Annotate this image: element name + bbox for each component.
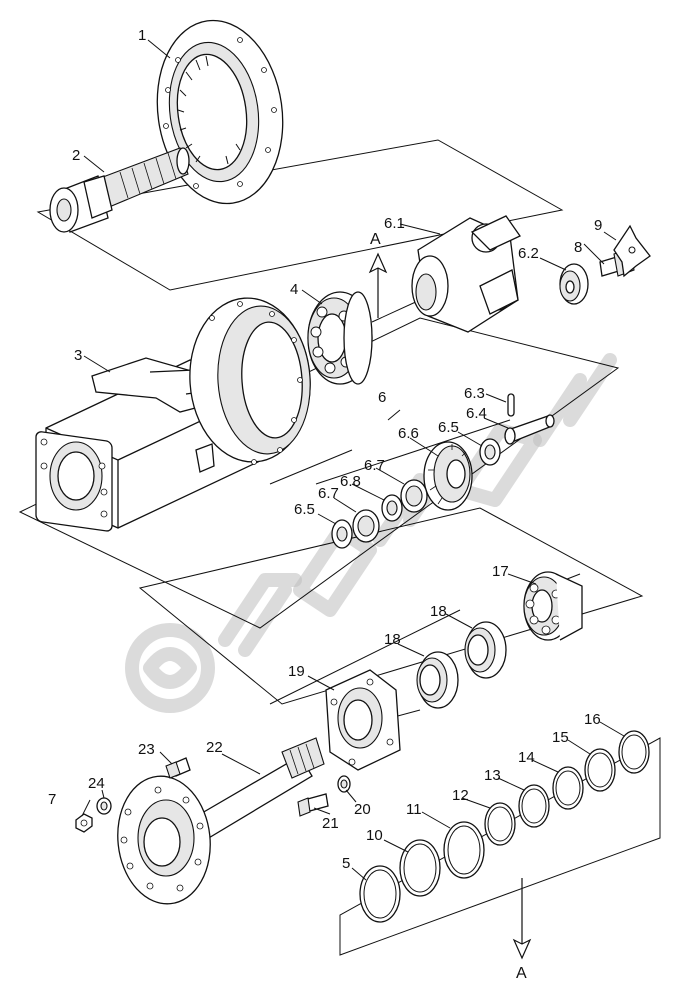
label-9: 9 — [594, 217, 602, 234]
label-11: 11 — [406, 801, 422, 818]
planet-gear-6-6 — [423, 441, 473, 511]
label-6-8: 6.8 — [340, 473, 361, 490]
label-6-5-left: 6.5 — [294, 501, 315, 518]
label-15: 15 — [552, 729, 569, 746]
bolt-21 — [297, 793, 329, 817]
label-6-2: 6.2 — [518, 245, 539, 262]
arrow-label-lower: A — [516, 965, 527, 982]
planet-axle-6-4 — [504, 414, 555, 445]
lock-plate-9 — [613, 224, 651, 278]
label-19: 19 — [288, 663, 305, 680]
leader-lines — [81, 39, 625, 881]
pinion-shaft — [49, 147, 190, 233]
label-18-right: 18 — [430, 603, 447, 620]
label-18-left: 18 — [384, 631, 401, 648]
label-6-5-right: 6.5 — [438, 419, 459, 436]
label-8: 8 — [574, 239, 582, 256]
arrow-label-upper: A — [370, 231, 381, 248]
washer-24 — [96, 797, 112, 815]
label-12: 12 — [452, 787, 469, 804]
ring-10 — [399, 839, 441, 897]
axle-housing — [35, 297, 311, 532]
label-20: 20 — [354, 801, 371, 818]
direction-arrow-upper — [368, 252, 388, 318]
plane-bottom — [339, 737, 661, 956]
callout-labels: 1 2 3 4 5 6 6.1 6.2 6.3 6.4 6.5 6.6 6.7 … — [48, 27, 602, 982]
label-6: 6 — [378, 389, 386, 406]
label-6-6: 6.6 — [398, 425, 419, 442]
ring-13 — [518, 784, 550, 828]
ring-5 — [359, 865, 401, 923]
ring-12 — [484, 802, 516, 846]
ring-14 — [552, 766, 584, 810]
planet-carrier — [411, 215, 521, 333]
pin-6-3 — [507, 393, 515, 417]
label-21: 21 — [322, 815, 339, 832]
needle-bearing-6-7-right — [400, 479, 428, 513]
label-6-3: 6.3 — [464, 385, 485, 402]
needle-bearing-6-7-left — [352, 509, 380, 543]
direction-arrow-lower — [512, 878, 532, 960]
washer-20 — [337, 775, 351, 793]
bearing-4 — [307, 291, 373, 385]
seal-18-left — [416, 651, 459, 709]
ring-11 — [443, 821, 485, 879]
label-5: 5 — [342, 855, 350, 872]
label-6-7-left: 6.7 — [318, 485, 339, 502]
label-7: 7 — [48, 791, 56, 808]
label-6-1: 6.1 — [384, 215, 405, 232]
label-22: 22 — [206, 739, 223, 756]
label-17: 17 — [492, 563, 509, 580]
ring-16 — [618, 730, 650, 774]
label-6-4: 6.4 — [466, 405, 487, 422]
label-3: 3 — [74, 347, 82, 364]
label-14: 14 — [518, 749, 535, 766]
label-1: 1 — [138, 27, 146, 44]
label-10: 10 — [366, 827, 383, 844]
plane-top — [36, 139, 564, 291]
seal-18-right — [464, 621, 507, 679]
label-23: 23 — [138, 741, 155, 758]
label-16: 16 — [584, 711, 601, 728]
ring-15 — [584, 748, 616, 792]
label-2: 2 — [72, 147, 80, 164]
bearing-17 — [523, 571, 583, 641]
washer-6-2 — [559, 263, 589, 305]
bolt-23 — [165, 757, 191, 779]
bearing-cover-19 — [325, 669, 401, 771]
label-24: 24 — [88, 775, 105, 792]
label-13: 13 — [484, 767, 501, 784]
nut-7 — [75, 813, 93, 833]
washer-6-5-right — [479, 438, 501, 466]
spacer-6-8 — [381, 494, 403, 522]
label-6-7-right: 6.7 — [364, 457, 385, 474]
washer-6-5-left — [331, 519, 353, 549]
label-4: 4 — [290, 281, 298, 298]
axle-shaft-22 — [117, 737, 325, 905]
